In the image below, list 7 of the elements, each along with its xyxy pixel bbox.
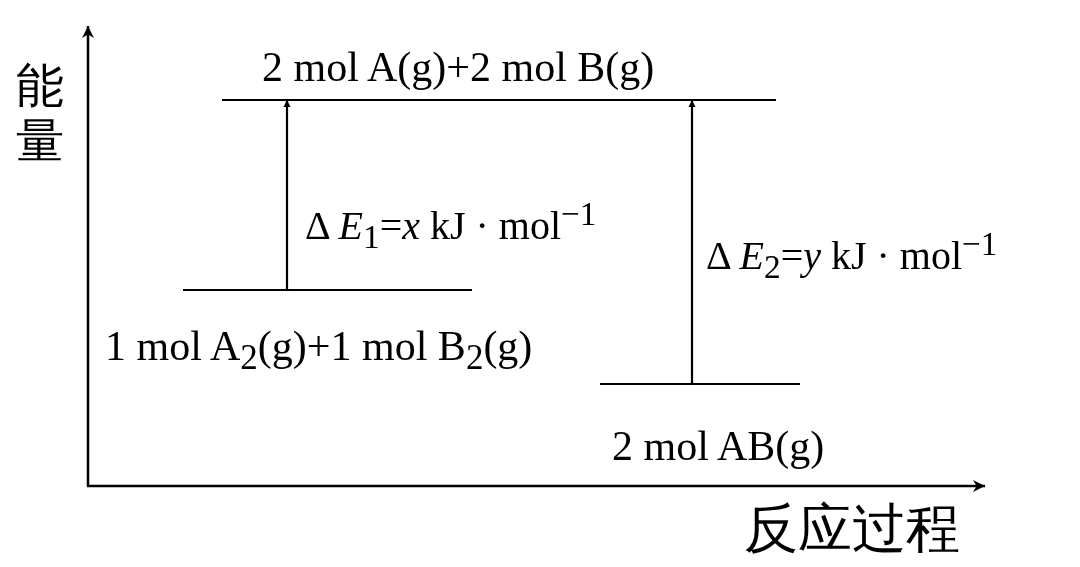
arrow bbox=[688, 100, 696, 384]
level-label: 1 mol A$_{2}$(g)+1 mol B$_{2}$(g) bbox=[105, 323, 533, 380]
axis-label: 反应过程 bbox=[744, 498, 961, 561]
level-label: 2 mol A(g)+2 mol B(g) bbox=[262, 44, 655, 90]
axis-label: 能量 bbox=[16, 58, 65, 169]
arrow bbox=[283, 100, 291, 290]
level-label: 2 mol AB(g) bbox=[612, 423, 825, 469]
